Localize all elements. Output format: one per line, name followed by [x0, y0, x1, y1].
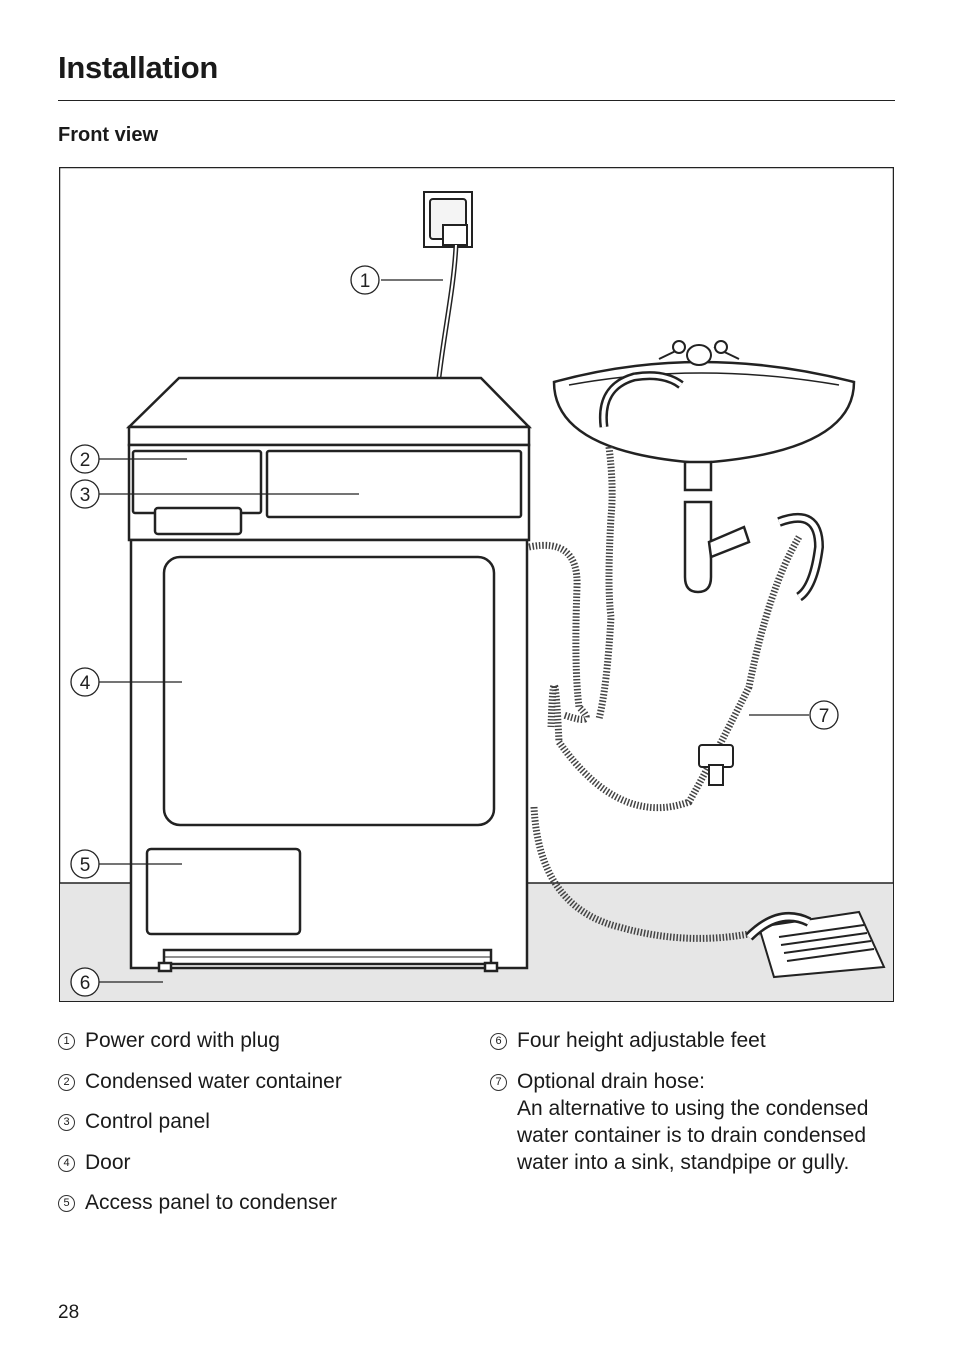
legend-number: 5 [58, 1195, 75, 1212]
callout-5 [70, 849, 100, 879]
legend-text-block: Optional drain hose: An alternative to u… [517, 1068, 895, 1176]
legend-text: Optional drain hose: [517, 1069, 705, 1093]
legend-number: 3 [58, 1114, 75, 1131]
legend-item: 7 Optional drain hose: An alternative to… [490, 1068, 895, 1176]
callout-5-label: 5 [80, 855, 91, 876]
legend-item: 5 Access panel to condenser [58, 1189, 468, 1216]
callout-2-label: 2 [80, 450, 91, 471]
container-handle [153, 506, 243, 536]
legend-text: Power cord with plug [85, 1029, 280, 1052]
page-number: 28 [58, 1302, 80, 1323]
foot-right [483, 961, 499, 973]
legend-text: Condensed water container [85, 1069, 342, 1093]
legend-item: 1 Power cord with plug [58, 1027, 468, 1054]
callout-1-label: 1 [360, 271, 371, 292]
legend-item: 3 Control panel [58, 1108, 468, 1135]
title-rule [58, 100, 895, 101]
front-view-illustration: 1 2 3 4 5 6 7 [59, 167, 894, 1002]
legend-number: 2 [58, 1073, 75, 1091]
legend-number: 1 [58, 1033, 75, 1050]
legend-number: 6 [490, 1033, 507, 1050]
legend-item: 6 Four height adjustable feet [490, 1027, 895, 1054]
foot-left [157, 961, 173, 973]
dryer [125, 376, 532, 973]
legend-item: 4 Door [58, 1149, 468, 1176]
callout-6-label: 6 [80, 973, 91, 994]
section-heading: Front view [58, 124, 159, 146]
legend-number: 7 [490, 1073, 507, 1091]
access-panel [145, 847, 302, 936]
legend-subtext: An alternative to using the condensed wa… [517, 1096, 869, 1174]
callout-7 [809, 700, 839, 730]
callout-1 [350, 265, 380, 295]
floor-gully [757, 910, 886, 979]
callout-7-label: 7 [819, 706, 830, 727]
legend-number: 4 [58, 1154, 75, 1172]
legend-right: 6 Four height adjustable feet 7 Optional… [490, 1027, 895, 1189]
drain-hose-coiled [528, 541, 590, 723]
door [162, 555, 496, 827]
legend-left: 1 Power cord with plug 2 Condensed water… [58, 1027, 468, 1230]
sink [552, 360, 856, 594]
control-panel [265, 449, 523, 519]
legend-text: Access panel to condenser [85, 1191, 338, 1214]
callout-2 [70, 444, 100, 474]
optional-drain-hose [547, 535, 803, 812]
sink-tap [658, 340, 740, 366]
legend-text: Control panel [85, 1110, 210, 1133]
callout-6 [70, 967, 100, 997]
wall-socket [423, 191, 473, 248]
callout-4 [70, 667, 100, 697]
floor-hose [530, 806, 760, 942]
condensed-water-container [131, 449, 263, 515]
legend-text: Four height adjustable feet [517, 1029, 766, 1052]
page-title: Installation [58, 50, 219, 85]
callout-leaders [99, 279, 809, 983]
callout-4-label: 4 [80, 673, 91, 694]
legend-item: 2 Condensed water container [58, 1068, 468, 1095]
callout-markers [70, 265, 839, 997]
hose-coupling [698, 744, 734, 786]
callout-3 [70, 479, 100, 509]
legend-text: Door [85, 1150, 131, 1174]
callout-3-label: 3 [80, 485, 91, 506]
